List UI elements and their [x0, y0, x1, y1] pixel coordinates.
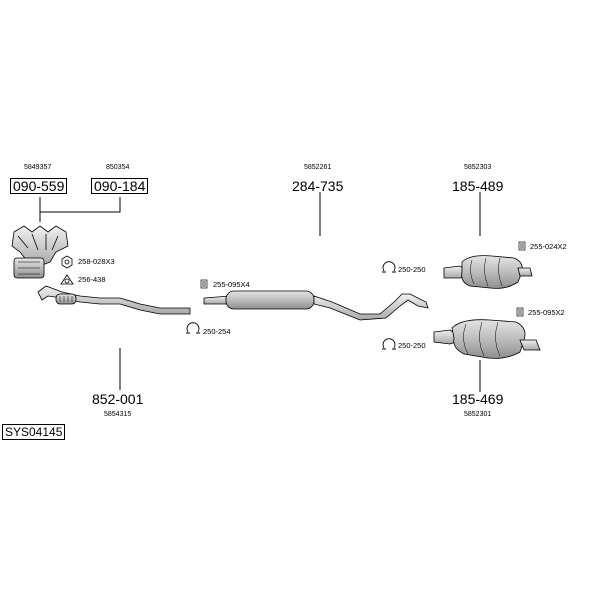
- manifold-a-part-number[interactable]: 090-559: [10, 178, 68, 194]
- rear-silencer-lower-part-number[interactable]: 185-469: [452, 391, 504, 407]
- bolt-kit-front-icon: [200, 279, 208, 289]
- clamp-front-icon: [186, 322, 200, 334]
- middle-silencer-part[interactable]: [203, 290, 429, 321]
- clamp-mid-icon: [382, 261, 396, 273]
- clamp-mid-label[interactable]: 250-250: [398, 265, 426, 274]
- front-pipe-part[interactable]: [37, 285, 191, 315]
- rear-silencer-upper-oem-label: 5852303: [464, 164, 492, 171]
- nut-icon: [61, 255, 73, 269]
- leader-manifold: [39, 197, 121, 213]
- clamp-rear-icon: [382, 338, 396, 350]
- exhaust-manifold-part[interactable]: [11, 225, 69, 279]
- middle-silencer-part-number[interactable]: 284-735: [292, 178, 344, 194]
- bolt-kit-lower-icon: [516, 307, 524, 317]
- bolt-kit-upper-icon: [518, 241, 526, 251]
- front-pipe-oem-label: 5854315: [104, 411, 132, 418]
- manifold-a-oem-label: 5849357: [24, 164, 52, 171]
- rear-silencer-upper-part[interactable]: [443, 255, 533, 289]
- manifold-b-part-number[interactable]: 090-184: [91, 178, 149, 194]
- rear-silencer-upper-part-number[interactable]: 185-489: [452, 178, 504, 194]
- manifold-b-oem-label: 850354: [106, 164, 130, 171]
- gasket-ring-icon: [60, 274, 74, 285]
- front-pipe-part-number[interactable]: 852-001: [92, 391, 144, 407]
- system-code-badge: SYS04145: [2, 424, 66, 440]
- rear-silencer-lower-part[interactable]: [433, 319, 541, 359]
- clamp-rear-label[interactable]: 250-250: [398, 341, 426, 350]
- middle-silencer-oem-label: 5852261: [304, 164, 332, 171]
- gasket-ring-label[interactable]: 256-438: [78, 275, 106, 284]
- leader-lines: [39, 192, 481, 392]
- bolt-kit-front-label[interactable]: 255-095X4: [213, 280, 250, 289]
- rear-silencer-lower-oem-label: 5852301: [464, 411, 492, 418]
- bolt-kit-lower-label[interactable]: 255-095X2: [528, 308, 565, 317]
- bolt-kit-upper-label[interactable]: 255-024X2: [530, 242, 567, 251]
- clamp-front-label[interactable]: 250-254: [203, 327, 231, 336]
- nut-label[interactable]: 258-028X3: [78, 257, 115, 266]
